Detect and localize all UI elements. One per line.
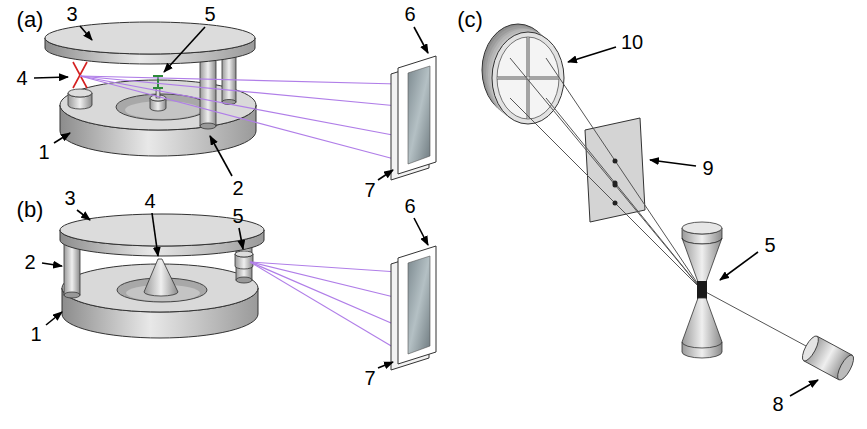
panel-c-apparatus-part <box>682 342 722 348</box>
panel-a-apparatus-part <box>153 75 163 77</box>
callout-number: 3 <box>64 188 75 208</box>
leader-arrows-part <box>790 380 818 396</box>
leader-arrows-part <box>164 27 205 72</box>
panel-b-apparatus-part <box>64 292 80 298</box>
panel-c-apparatus-part-part <box>546 98 702 290</box>
panel-b-apparatus-part-part <box>250 262 398 326</box>
panel-c-apparatus-part <box>497 78 559 79</box>
leader-arrows-part <box>378 362 393 368</box>
panel-a-apparatus-part-part <box>80 76 398 160</box>
panel-a-apparatus <box>45 22 436 180</box>
callout-number: 4 <box>16 68 27 88</box>
leader-arrows-part <box>378 170 393 180</box>
panel-c-apparatus-part <box>682 238 722 282</box>
panel-a-apparatus-part-part <box>80 76 398 106</box>
callout-number: 8 <box>772 394 783 414</box>
leader-arrows-part <box>650 160 696 166</box>
callout-number: 5 <box>232 206 243 226</box>
panel-c-apparatus-part-part <box>510 98 702 290</box>
callout-number: 3 <box>66 4 77 24</box>
leader-arrows-part <box>414 27 428 53</box>
panel-label: (b) <box>17 199 44 221</box>
panel-c-apparatus-part <box>682 222 722 234</box>
panel-c-apparatus-part-part <box>613 181 618 186</box>
panel-c-apparatus-part-part <box>546 58 702 290</box>
leader-arrows-part <box>54 133 70 143</box>
leader-arrows-part <box>568 47 616 62</box>
panel-c-apparatus-part-part <box>835 353 857 382</box>
panel-b-apparatus-part <box>408 256 430 354</box>
panel-c-apparatus-part-part <box>613 159 618 164</box>
panel-c-apparatus-part <box>682 298 722 358</box>
leader-arrows-part <box>80 26 92 40</box>
panel-b-apparatus <box>60 214 436 370</box>
leader-arrows-part <box>42 263 62 266</box>
leader-arrows <box>34 26 818 396</box>
panel-a-apparatus-part <box>153 87 163 89</box>
panel-c-apparatus <box>482 24 857 382</box>
leader-arrows-part <box>414 218 428 245</box>
callout-number: 2 <box>24 252 35 272</box>
callout-number: 5 <box>204 4 215 24</box>
panel-a-apparatus-part <box>68 89 92 97</box>
callout-number: 1 <box>30 324 41 344</box>
panel-a-apparatus-part <box>73 62 87 88</box>
callout-number: 6 <box>404 196 415 216</box>
leader-arrows-part <box>34 77 68 78</box>
panel-c-apparatus-part-part <box>799 334 821 363</box>
callout-number: 1 <box>38 142 49 162</box>
panel-b-apparatus-part <box>398 246 436 364</box>
leader-arrows-part <box>152 213 158 256</box>
callout-number: 4 <box>144 191 155 211</box>
leader-arrows-part <box>720 252 758 280</box>
callout-number: 10 <box>621 32 643 52</box>
panel-c-apparatus-part-part <box>613 201 618 206</box>
panel-a-apparatus-part <box>80 76 398 160</box>
panel-a-apparatus-part <box>408 66 430 164</box>
panel-a-apparatus-part <box>200 123 216 129</box>
panel-c-apparatus-part-part <box>510 58 702 290</box>
panel-label: (c) <box>457 9 483 31</box>
panel-c-apparatus-part <box>613 159 618 206</box>
panel-label: (a) <box>17 9 44 31</box>
panel-a-apparatus-part-part <box>80 76 398 136</box>
panel-c-apparatus-part <box>585 118 645 222</box>
leader-arrows-part <box>210 136 232 176</box>
panel-a-apparatus-part <box>398 56 436 174</box>
panel-b-apparatus-part <box>144 259 178 296</box>
panel-b-apparatus-part <box>236 277 252 283</box>
leader-arrows-part <box>77 210 90 220</box>
callout-number: 5 <box>764 235 775 255</box>
panel-a-apparatus-part <box>45 22 255 54</box>
callout-number: 2 <box>232 178 243 198</box>
leader-arrows-part <box>239 228 243 249</box>
panel-b-apparatus-part-part <box>250 262 398 298</box>
callout-number: 7 <box>364 180 375 200</box>
panel-b-apparatus-part <box>235 251 253 257</box>
panel-c-apparatus-part <box>510 58 806 346</box>
panel-c-apparatus-part <box>799 334 856 382</box>
panel-a-apparatus-part <box>200 58 216 126</box>
panel-c-apparatus-part <box>697 281 707 299</box>
callout-number: 6 <box>404 4 415 24</box>
leader-arrows-part <box>46 312 62 325</box>
callout-number: 9 <box>702 158 713 178</box>
callout-number: 7 <box>364 368 375 388</box>
panel-b-apparatus-part-part <box>250 262 398 350</box>
panel-a-apparatus-part <box>73 62 87 88</box>
panel-b-apparatus-part <box>250 262 398 350</box>
